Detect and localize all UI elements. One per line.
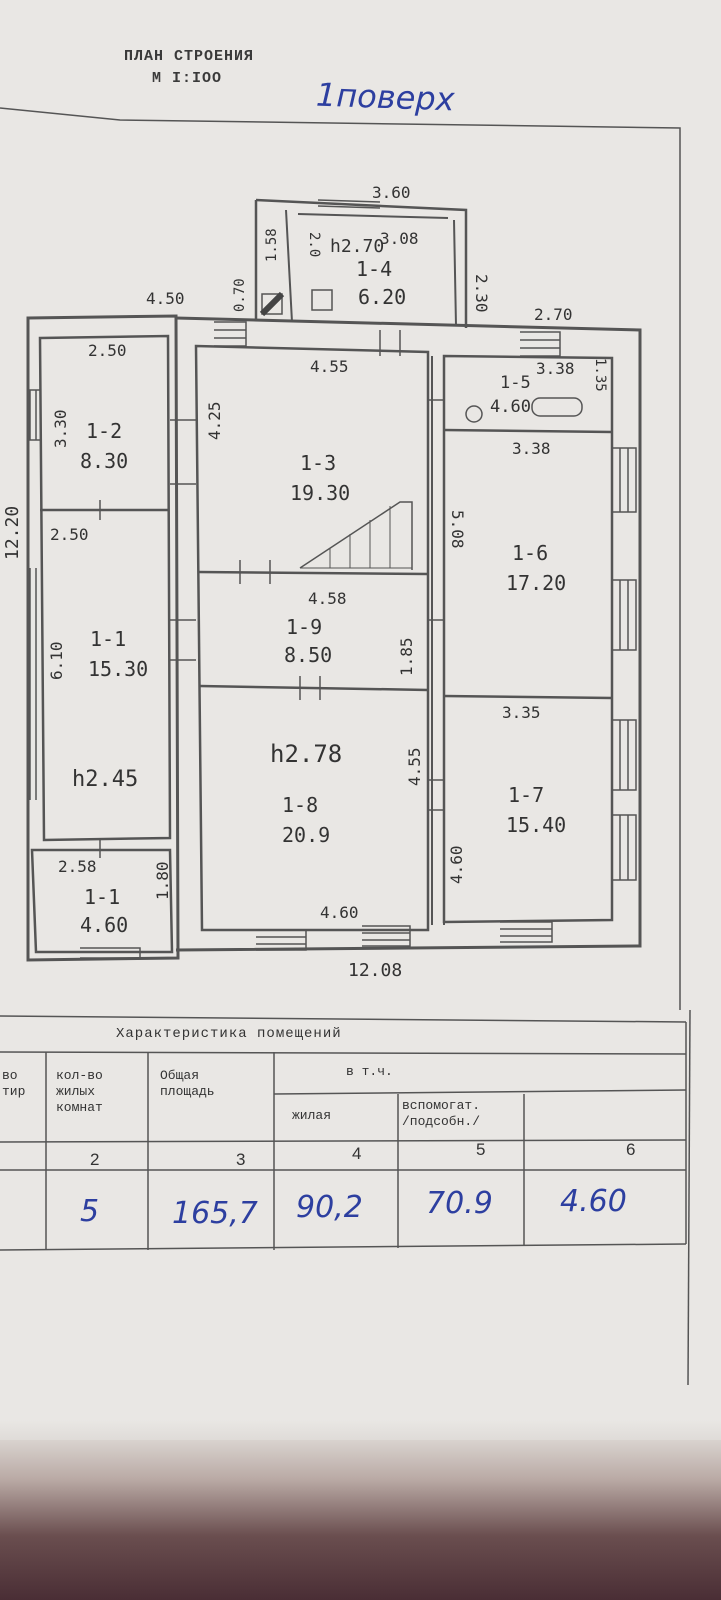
col-number-3: 3	[236, 1150, 246, 1169]
value-living: 90,2	[296, 1190, 363, 1225]
room-id-1-3: 1-3	[300, 451, 336, 475]
height-label-2: h2.78	[270, 740, 342, 768]
value-rooms: 5	[80, 1194, 100, 1229]
dim-4-25: 4.25	[205, 401, 224, 440]
dim-3-60: 3.60	[372, 183, 411, 202]
header-col4: жилая	[292, 1108, 332, 1123]
dim-2-30: 2.30	[472, 274, 491, 313]
dim-4-55-side: 4.55	[405, 747, 424, 786]
dim-4-55-top: 4.55	[310, 357, 349, 376]
room-area-1-6: 17.20	[506, 571, 566, 595]
room-id-1-2: 1-2	[86, 419, 122, 443]
room-area-1-2: 8.30	[80, 449, 128, 473]
dim-1-35: 1.35	[592, 358, 608, 392]
room-id-1-4: 1-4	[356, 257, 392, 281]
room-id-1-7: 1-7	[508, 783, 544, 807]
dim-1-58: 1.58	[264, 228, 280, 262]
dim-0-70: 0.70	[232, 278, 248, 312]
dim-5-08: 5.08	[448, 510, 467, 549]
dim-3-38-top: 3.38	[536, 359, 575, 378]
table-caption: Характеристика помещений	[116, 1026, 342, 1042]
dim-4-60-side: 4.60	[447, 845, 466, 884]
dim-2-70: 2.70	[534, 305, 573, 324]
dim-6-10: 6.10	[47, 641, 66, 680]
col-number-4: 4	[352, 1144, 362, 1163]
dim-3-30: 3.30	[51, 409, 70, 448]
header-col2: кол-во жилых комнат	[56, 1068, 103, 1115]
paper-sheet	[0, 0, 721, 1460]
floor-plan: 1-2 8.30 1-1 15.30 1-1 4.60 1-3 19.30 1-…	[0, 107, 691, 1386]
value-total-area: 165,7	[172, 1196, 258, 1231]
room-id-1-8: 1-8	[282, 793, 318, 817]
dim-1-85: 1.85	[397, 637, 416, 676]
room-id-1-9: 1-9	[286, 615, 322, 639]
plan-scale: М I:IOO	[152, 70, 223, 87]
col-number-5: 5	[476, 1140, 486, 1159]
dim-3-38-mid: 3.38	[512, 439, 551, 458]
room-area-1-5: 4.60	[490, 397, 531, 417]
header-col1: во тир	[2, 1068, 26, 1099]
col-number-6: 6	[626, 1140, 636, 1159]
room-area-1-4: 6.20	[358, 285, 406, 309]
dim-4-58: 4.58	[308, 589, 347, 608]
dim-1-80: 1.80	[153, 861, 172, 900]
room-id-1-5: 1-5	[500, 373, 531, 393]
room-id-1-6: 1-6	[512, 541, 548, 565]
dim-12-20: 12.20	[2, 506, 23, 560]
dim-4-50: 4.50	[146, 289, 185, 308]
dim-2-50-mid: 2.50	[50, 525, 89, 544]
room-id-1-1b: 1-1	[84, 885, 120, 909]
dim-4-60-bottom: 4.60	[320, 903, 359, 922]
dim-2-58: 2.58	[58, 857, 97, 876]
room-area-1-7: 15.40	[506, 813, 566, 837]
room-area-1-1b: 4.60	[80, 913, 128, 937]
value-auxiliary: 70.9	[426, 1186, 493, 1221]
col-number-2: 2	[90, 1150, 100, 1169]
header-in-that: в т.ч.	[346, 1064, 393, 1079]
dim-2-0: 2.0	[306, 232, 322, 257]
room-area-1-9: 8.50	[284, 643, 332, 667]
dim-3-35: 3.35	[502, 703, 541, 722]
room-area-1-1: 15.30	[88, 657, 148, 681]
plan-title: ПЛАН СТРОЕНИЯ	[124, 48, 255, 65]
room-area-1-3: 19.30	[290, 481, 350, 505]
room-id-1-1: 1-1	[90, 627, 126, 651]
height-label-3: h2.70	[330, 236, 384, 257]
dim-3-08: 3.08	[380, 229, 419, 248]
height-label-1: h2.45	[72, 767, 138, 792]
room-area-1-8: 20.9	[282, 823, 330, 847]
header-col5: вспомогат. /подсобн./	[402, 1098, 481, 1129]
dim-12-08: 12.08	[348, 960, 402, 981]
dim-2-50-top: 2.50	[88, 341, 127, 360]
background-surface	[0, 1440, 721, 1600]
header-col3: Общая площадь	[160, 1068, 215, 1099]
value-col6: 4.60	[560, 1184, 627, 1219]
